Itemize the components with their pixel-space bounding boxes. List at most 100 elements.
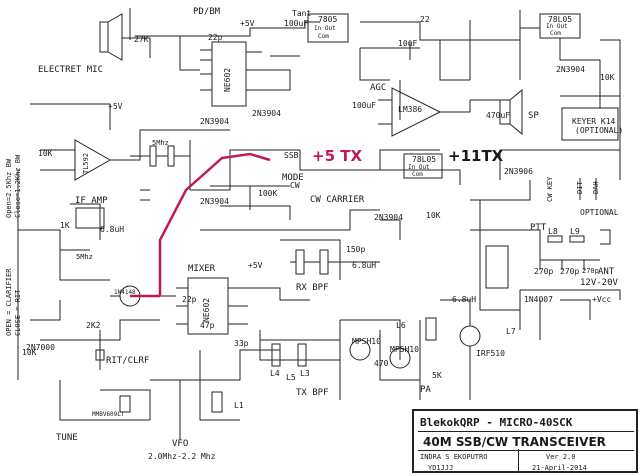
label-dah: DAH	[592, 181, 600, 194]
part-plus5v-c: +5V	[248, 261, 263, 270]
ic-7805-top: 7805	[318, 15, 338, 24]
ic-7805-pins: In Out	[314, 25, 336, 32]
label-vfo: VFO	[172, 439, 189, 449]
ic-78l05-mid-com: Com	[412, 171, 423, 178]
label-pd-bm: PD/BM	[193, 7, 221, 17]
part-r27k: 27K	[134, 35, 149, 44]
part-2n7000: 2N7000	[26, 343, 55, 352]
label-plus11-tx: +11TX	[448, 147, 504, 165]
label-bw-close: Close=1.2Khz BW	[14, 154, 22, 218]
part-tant: Tant	[292, 9, 312, 18]
part-l6-8uh-a: 6.8uH	[352, 261, 377, 270]
ic-78l05-mid-pins: In Out	[408, 164, 430, 171]
part-c270p-b: 270p	[560, 267, 580, 276]
part-l8: L8	[548, 227, 558, 236]
part-c100uf: 100uF	[352, 101, 377, 110]
ic-78l05-mid: 78L05	[412, 155, 437, 164]
part-c100uf-b: 100uF	[284, 19, 309, 28]
part-l5: L5	[286, 373, 296, 382]
part-2n3904-d: 2N3904	[556, 65, 585, 74]
label-cw-carrier: CW CARRIER	[310, 195, 365, 205]
part-l3: L3	[300, 369, 310, 378]
label-supply: 12V-20V	[580, 278, 618, 288]
part-r10k-d: 10K	[22, 348, 37, 357]
label-bw-open: Open=2.5Khz BW	[5, 158, 13, 218]
title-date: 21-April-2014	[532, 464, 587, 472]
part-irf510: IRF510	[476, 349, 505, 358]
title-version: Ver 2.0	[546, 453, 576, 461]
label-dit: DIT	[576, 181, 584, 194]
part-c33p: 33p	[234, 339, 249, 348]
label-vfo-range: 2.0Mhz-2.2 Mhz	[148, 452, 216, 461]
part-2n3906: 2N3906	[504, 167, 533, 176]
label-pa: PA	[420, 385, 431, 395]
part-mpsh10-a: MPSH10	[352, 337, 381, 346]
ic-78l05-top: 78L05	[548, 15, 573, 24]
part-r10k-c: 10K	[600, 73, 615, 82]
part-r5k: 5K	[432, 371, 442, 380]
ic-tl592: TL592	[82, 152, 90, 174]
part-c270p-a: 270p	[534, 267, 554, 276]
part-l9: L9	[570, 227, 580, 236]
label-mode: MODE	[282, 173, 304, 183]
part-mpsh10-b: MPSH10	[390, 345, 419, 354]
part-l1: L1	[234, 401, 244, 410]
label-agc: AGC	[370, 83, 387, 93]
title-block: BlekokQRP - MICRO-40SCK 40M SSB/CW TRANS…	[412, 409, 638, 473]
title-callsign: YD1JJJ	[428, 464, 454, 472]
ic-ne602-top: NE602	[223, 67, 232, 92]
title-subtitle-frame: 40M SSB/CW TRANSCEIVER	[418, 431, 634, 451]
ic-ne602-mixer: NE602	[202, 297, 211, 322]
part-c470uf: 470uF	[486, 111, 511, 120]
part-l4: L4	[270, 369, 280, 378]
part-r10k-b: 10K	[426, 211, 441, 220]
part-c10uf: 10uF	[398, 39, 418, 48]
part-1n4007: 1N4007	[524, 295, 553, 304]
part-c270p-c: 270p	[582, 267, 599, 275]
part-c47p: 47p	[200, 321, 215, 330]
label-keyer-optional: (OPTIONAL)	[575, 126, 624, 135]
part-r470: 470	[374, 359, 389, 368]
part-c22p-a: 22p	[208, 33, 223, 42]
part-plus5v-a: +5V	[240, 19, 255, 28]
label-clarifier-open: OPEN = CLARIFIER	[5, 268, 13, 336]
title-project: BlekokQRP - MICRO-40SCK	[420, 416, 573, 429]
label-cw-key: CW KEY	[546, 176, 554, 202]
label-rit-clrf: RIT/CLRF	[106, 356, 150, 366]
part-xtal-a: 5Mhz	[152, 139, 169, 147]
title-author: INDRA S EKOPUTRO	[420, 453, 488, 461]
part-c150p: 150p	[346, 245, 366, 254]
label-rx-bpf: RX BPF	[296, 283, 329, 293]
part-plus5v-b: +5V	[108, 102, 123, 111]
tx5-highlight-trace	[158, 152, 271, 296]
label-sp: SP	[528, 111, 539, 121]
title-subtitle: 40M SSB/CW TRANSCEIVER	[423, 435, 606, 449]
label-ptt: PTT	[530, 223, 547, 233]
label-if-amp: IF AMP	[75, 196, 108, 206]
part-r2k2: 2K2	[86, 321, 101, 330]
part-2n3904-c: 2N3904	[374, 213, 403, 222]
part-2n3904-e: 2N3904	[252, 109, 281, 118]
part-l6-8uh-b: 6.8uH	[452, 295, 477, 304]
label-keyer: KEYER K14	[572, 117, 616, 126]
label-electret-mic: ELECTRET MIC	[38, 65, 104, 75]
part-r10k-a: 10K	[38, 149, 53, 158]
ic-78l05-com: Com	[550, 30, 561, 37]
part-r1k-a: 1K	[60, 221, 70, 230]
label-ant: ANT	[598, 267, 615, 277]
label-clarifier-close: CLOSE = RIT	[14, 289, 22, 336]
part-1n4148: 1N4148	[114, 289, 136, 296]
label-mixer: MIXER	[188, 264, 216, 274]
label-tune: TUNE	[56, 433, 78, 443]
label-optional: OPTIONAL	[580, 208, 619, 217]
ic-lm386: LM386	[398, 105, 423, 114]
label-plus5-tx: +5 TX	[312, 147, 363, 165]
ic-7805-com: Com	[318, 33, 329, 40]
label-ssb: SSB	[284, 151, 299, 160]
part-l7: L7	[506, 327, 516, 336]
part-l6: L6	[396, 321, 406, 330]
title-divider	[518, 449, 519, 473]
label-tx-bpf: TX BPF	[296, 388, 329, 398]
